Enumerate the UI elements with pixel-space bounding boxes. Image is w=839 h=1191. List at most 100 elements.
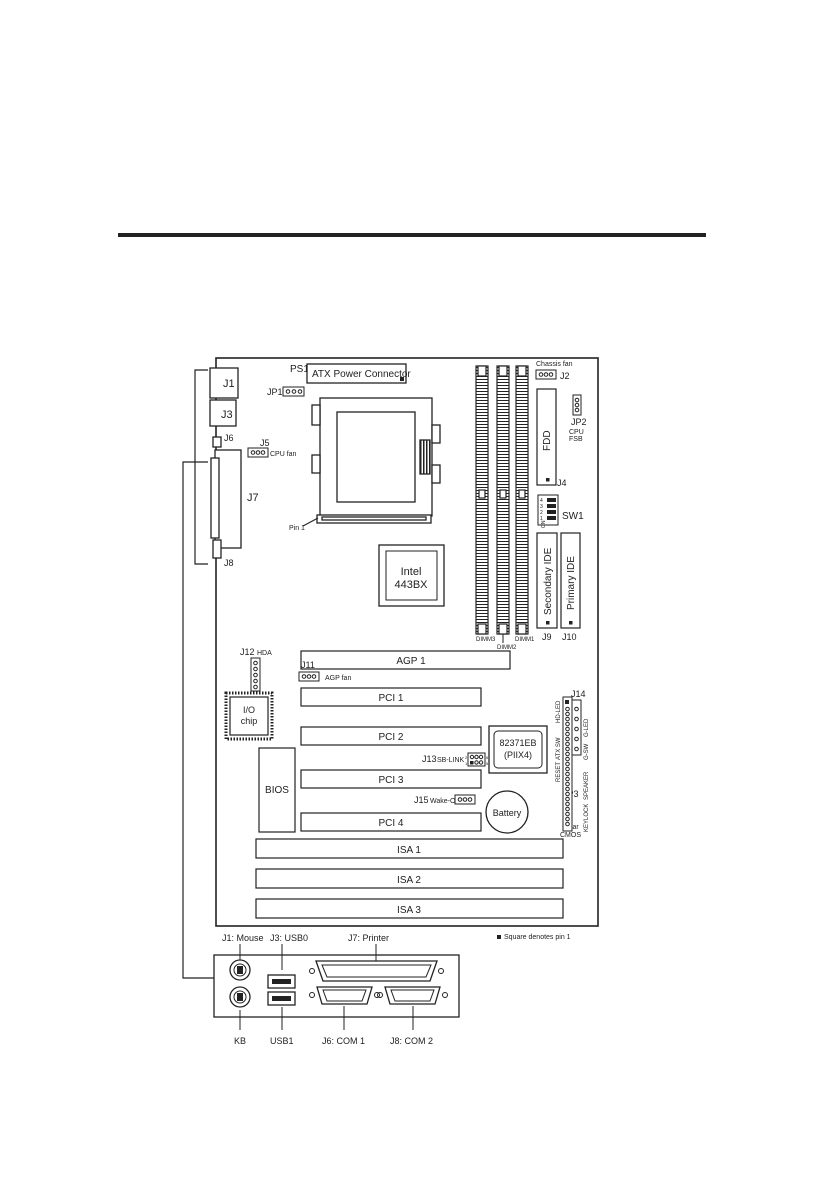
bios-chip <box>258 747 296 833</box>
clear-cmos-line2: CMOS <box>560 832 581 839</box>
chassis-fan-header <box>535 369 557 380</box>
pci-slots <box>300 687 482 832</box>
primary-ide-label: Primary IDE <box>566 556 577 610</box>
cpu-fsb-line2: FSB <box>569 436 583 443</box>
sw1-dip-switch <box>537 494 559 526</box>
pin1-marker <box>400 377 404 381</box>
j1-label: J1 <box>223 378 235 390</box>
dimm2-label: DIMM2 <box>497 645 517 651</box>
mouse-label: J1: Mouse <box>222 933 264 943</box>
dimm-slots <box>475 365 529 635</box>
j13-label: J13 <box>422 754 437 764</box>
jp1-label: JP1 <box>267 387 283 397</box>
hda-header <box>250 657 261 692</box>
hda-label: HDA <box>257 650 272 657</box>
usb1-label: USB1 <box>270 1036 294 1046</box>
atx-power-connector <box>306 363 407 384</box>
board-outline <box>215 357 599 927</box>
secondary-ide-connector <box>536 532 558 629</box>
wake-on-lan-header <box>454 794 476 805</box>
jp2-label: JP2 <box>571 417 587 427</box>
agp-fan-header <box>298 671 320 682</box>
g-sw-label: G-SW <box>584 743 590 760</box>
reset-label: RESET <box>556 762 562 782</box>
j14-label: J14 <box>571 689 586 699</box>
ps1-label: PS1 <box>290 364 309 375</box>
chipset-line2: 443BX <box>394 579 428 591</box>
usb-ports <box>267 974 296 1006</box>
g-led-label: G-LED <box>584 718 590 737</box>
sb-pin-2: 2 <box>465 755 468 760</box>
section-rule <box>118 233 706 237</box>
rear-io-stack <box>209 367 242 559</box>
pin1-label: Pin 1 <box>289 525 305 532</box>
j6-label: J6 <box>224 433 234 443</box>
front-panel-header <box>562 696 582 832</box>
cpu-slot <box>311 397 441 524</box>
usb0-label: J3: USB0 <box>270 933 308 943</box>
cpu-fan-header <box>247 447 269 458</box>
cpu-fan-label: CPU fan <box>270 451 297 458</box>
isa2-label: ISA 2 <box>397 875 421 886</box>
j10-label: J10 <box>562 632 577 642</box>
j15-label: J15 <box>414 795 429 805</box>
j12-label: J12 <box>240 647 255 657</box>
isa1-label: ISA 1 <box>397 845 421 856</box>
bios-label: BIOS <box>265 785 289 796</box>
isa-slots <box>255 838 564 919</box>
sw-number-1: 1 <box>540 516 543 522</box>
fdd-connector <box>536 388 557 486</box>
jp2-jumper <box>572 394 582 416</box>
dimm1-label: DIMM1 <box>515 637 535 643</box>
ps2-keyboard-port <box>229 986 251 1008</box>
j9-label: J9 <box>542 632 552 642</box>
agp-slot <box>300 650 511 670</box>
sb-link-header <box>467 752 486 767</box>
com2-label: J8: COM 2 <box>390 1036 433 1046</box>
sw-number-2: 2 <box>540 510 543 516</box>
parallel-port <box>309 960 444 982</box>
keylock-label: KEYLOCK <box>584 804 590 832</box>
j5-label: J5 <box>260 438 270 448</box>
com1-port <box>309 986 380 1005</box>
pci3-label: PCI 3 <box>378 775 403 786</box>
printer-label: J7: Printer <box>348 933 389 943</box>
com2-port <box>377 986 448 1005</box>
isa3-label: ISA 3 <box>397 905 421 916</box>
agp-fan-label: AGP fan <box>325 675 351 682</box>
note-square <box>497 935 501 939</box>
chassis-fan-label: Chassis fan <box>536 361 573 368</box>
j8-label: J8 <box>224 558 234 568</box>
piix-line1: 82371EB <box>499 738 536 748</box>
kb-label: KB <box>234 1036 246 1046</box>
pin1-arrow <box>302 517 319 527</box>
j4-label: J4 <box>557 478 567 488</box>
pci1-label: PCI 1 <box>378 693 403 704</box>
battery-label: Battery <box>493 808 522 818</box>
speaker-label: SPEAKER <box>584 771 590 800</box>
sw-number-4: 4 <box>540 498 543 504</box>
northbridge-chip <box>378 544 445 607</box>
pci4-label: PCI 4 <box>378 818 403 829</box>
jp1-jumper <box>282 386 305 397</box>
io-chip <box>224 691 274 741</box>
pin1-note: Square denotes pin 1 <box>504 934 571 941</box>
primary-ide-connector <box>560 532 581 629</box>
j11-label: J11 <box>301 660 315 670</box>
sw-on-label: ON <box>541 520 547 528</box>
hd-led-label: HD-LED <box>556 700 562 723</box>
sw1-label: SW1 <box>562 511 584 522</box>
sb-link-label: SB-LINK <box>437 757 465 764</box>
sb-pin-6: 6 <box>486 755 489 760</box>
chipset-line1: Intel <box>401 566 422 578</box>
cpu-fsb-line1: CPU <box>569 429 584 436</box>
j2-label: J2 <box>560 371 570 381</box>
atx-sw-label: ATX SW <box>556 737 562 760</box>
j3-label: J3 <box>221 409 233 421</box>
dimm3-label: DIMM3 <box>476 637 496 643</box>
io-chip-line1: I/O <box>243 705 255 715</box>
southbridge-chip <box>488 725 548 774</box>
sb-pin-1: 1 <box>465 761 468 766</box>
secondary-ide-label: Secondary IDE <box>543 547 554 615</box>
